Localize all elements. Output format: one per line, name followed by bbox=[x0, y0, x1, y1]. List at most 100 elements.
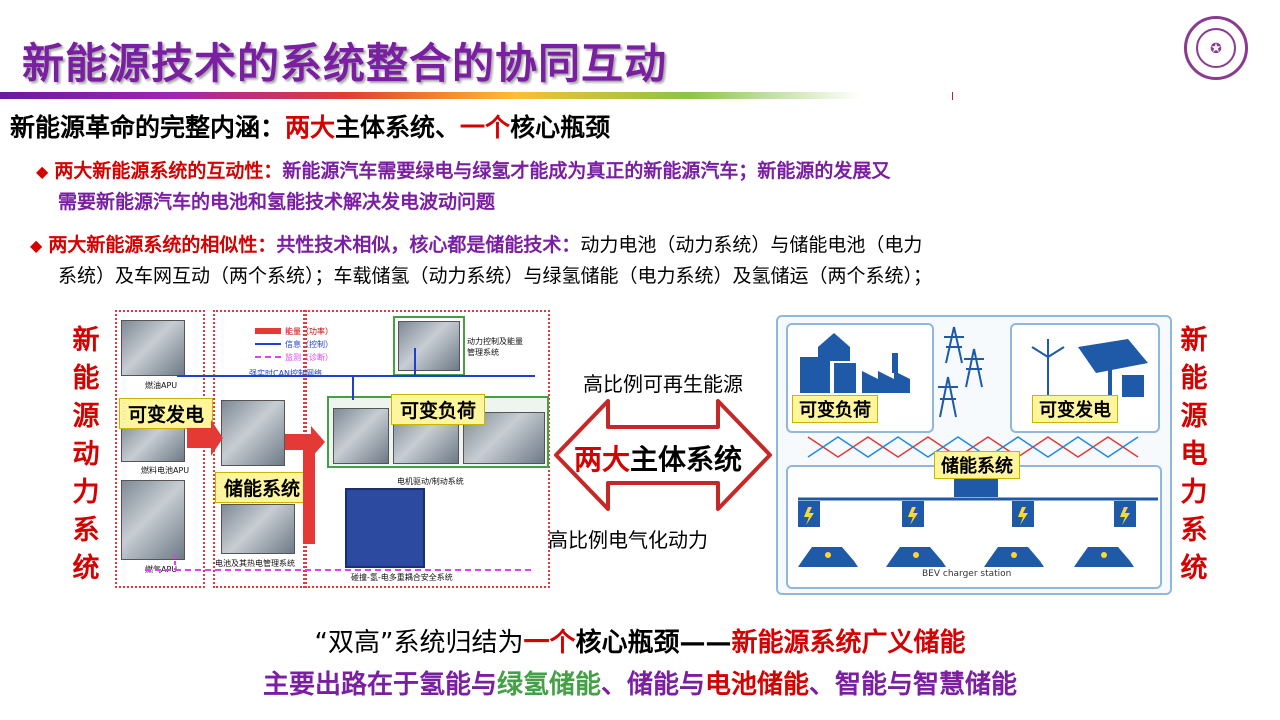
motor-caption: 电机驱动/制动系统 bbox=[397, 477, 464, 486]
bottom-line1-a: “双高”系统归结为 bbox=[314, 628, 524, 658]
logo-star-icon: ✪ bbox=[1210, 41, 1222, 57]
double-arrow-icon bbox=[554, 399, 772, 511]
fuel-apu-caption: 燃油APU bbox=[145, 381, 178, 390]
university-logo: ✪ bbox=[1184, 16, 1248, 80]
station-caption: BEV charger station bbox=[922, 569, 1012, 579]
divider-tick bbox=[952, 92, 953, 100]
transmission-tower-icon bbox=[938, 326, 984, 418]
solar-panel-icon bbox=[1078, 339, 1148, 397]
bottom-line1-d: 新能源系统广义储能 bbox=[731, 628, 966, 658]
legend-monitor-label: 监测（诊断） bbox=[285, 353, 333, 362]
generation-group-box bbox=[115, 310, 205, 588]
grid-variable-load-tag: 可变负荷 bbox=[792, 395, 878, 423]
logo-inner-ring: ✪ bbox=[1196, 28, 1236, 68]
power-flow-line-blue bbox=[807, 436, 1139, 458]
motor-photo-1 bbox=[333, 408, 389, 464]
page-title: 新能源技术的系统整合的协同互动 bbox=[22, 39, 668, 88]
diamond-bullet-icon: ◆ bbox=[36, 162, 49, 181]
title-underline bbox=[0, 92, 860, 99]
left-vertical-char: 源 bbox=[72, 401, 100, 432]
bullet-similarity-lead2: 共性技术相似，核心都是储能技术： bbox=[276, 234, 581, 256]
energy-arrow-left bbox=[187, 420, 223, 456]
subtitle-part4: 一个 bbox=[460, 113, 511, 142]
right-vertical-char: 统 bbox=[1180, 553, 1208, 584]
high-renewable-label: 高比例可再生能源 bbox=[583, 372, 743, 396]
legend-energy-swatch bbox=[255, 328, 281, 334]
power-mgmt-frame bbox=[393, 316, 465, 376]
bottom-line2-e: 、智能与 bbox=[809, 670, 914, 700]
bullet-interaction: ◆两大新能源系统的互动性：新能源汽车需要绿电与绿氢才能成为真正的新能源汽车；新能… bbox=[36, 156, 890, 218]
right-vertical-char: 系 bbox=[1180, 515, 1208, 546]
right-vertical-label: 新 能 源 电 力 系 统 bbox=[1174, 322, 1214, 588]
bottom-conclusion: “双高”系统归结为一个核心瓶颈——新能源系统广义储能 bbox=[0, 622, 1280, 659]
wind-turbine-icon bbox=[1031, 339, 1065, 403]
right-vertical-char: 电 bbox=[1180, 439, 1208, 470]
bottom-line1-c: 核心瓶颈—— bbox=[575, 628, 732, 658]
legend-energy-label: 能量（功率） bbox=[285, 327, 333, 336]
legend-info-label: 信息（控制） bbox=[285, 340, 333, 349]
diamond-bullet-icon: ◆ bbox=[30, 236, 43, 255]
bullet-similarity-line1: ◆ 两大新能源系统的相似性：共性技术相似，核心都是储能技术：动力电池（动力系统）与… bbox=[30, 230, 932, 261]
two-main-systems-part2: 主体系统 bbox=[630, 443, 743, 476]
bullet-similarity-lead: 两大新能源系统的相似性： bbox=[48, 234, 277, 256]
two-main-systems-part1: 两大 bbox=[574, 443, 631, 476]
legend-info-swatch bbox=[255, 343, 281, 345]
bullet-similarity-text2: 系统）及车网互动（两个系统）；车载储氢（动力系统）与绿氢储能（电力系统）及氢储运… bbox=[58, 265, 933, 287]
energy-trunk bbox=[303, 434, 315, 544]
bottom-line2-f: 智慧储能 bbox=[913, 670, 1018, 700]
right-vertical-char: 源 bbox=[1180, 401, 1208, 432]
gas-apu-photo bbox=[121, 480, 185, 560]
right-vertical-char: 能 bbox=[1180, 363, 1208, 394]
double-arrow-shape bbox=[554, 399, 772, 511]
bullet-interaction-line1: ◆两大新能源系统的互动性：新能源汽车需要绿电与绿氢才能成为真正的新能源汽车；新能… bbox=[36, 156, 890, 187]
bullet-similarity-line2: 系统）及车网互动（两个系统）；车载储氢（动力系统）与绿氢储能（电力系统）及氢储运… bbox=[30, 261, 932, 292]
variable-load-tag: 可变负荷 bbox=[391, 394, 486, 425]
subtitle-part1: 新能源革命的完整内涵： bbox=[10, 113, 286, 142]
bottom-line2-c: 、储能与 bbox=[600, 670, 705, 700]
left-vertical-char: 新 bbox=[72, 325, 100, 356]
bullet-interaction-text1: 新能源汽车需要绿电与绿氢才能成为真正的新能源汽车；新能源的发展又 bbox=[282, 160, 891, 182]
left-vertical-char: 能 bbox=[72, 363, 100, 394]
power-mgmt-photo bbox=[398, 321, 460, 371]
bottom-solution: 主要出路在于氢能与绿氢储能、储能与电池储能、智能与智慧储能 bbox=[0, 664, 1280, 701]
safety-caption: 碰撞-氢-电多重耦合安全系统 bbox=[351, 573, 453, 582]
gas-apu-caption: 燃气APU bbox=[145, 565, 178, 574]
fuelcell-apu-caption: 燃料电池APU bbox=[141, 466, 190, 475]
grid-storage-system-tag: 储能系统 bbox=[934, 451, 1020, 479]
subtitle-part2: 两大 bbox=[285, 113, 336, 142]
storage-photo bbox=[221, 400, 285, 466]
variable-generation-tag: 可变发电 bbox=[119, 398, 214, 429]
safety-panel bbox=[345, 488, 425, 568]
left-vertical-char: 统 bbox=[72, 553, 100, 584]
right-vertical-char: 新 bbox=[1180, 325, 1208, 356]
bullet-similarity-text1: 动力电池（动力系统）与储能电池（电力 bbox=[580, 234, 923, 256]
subtitle-part5: 核心瓶颈 bbox=[510, 113, 611, 142]
bottom-line2-a: 主要出路在于氢能与 bbox=[262, 670, 497, 700]
vehicle-system-diagram: 燃油APU 燃料电池APU 燃气APU 可变发电 能量（功率） 信息（控制） 监… bbox=[115, 308, 550, 590]
power-mgmt-caption: 动力控制及能量管理系统 bbox=[467, 337, 523, 357]
subtitle: 新能源革命的完整内涵：两大主体系统、一个核心瓶颈 bbox=[10, 108, 610, 144]
right-vertical-char: 力 bbox=[1180, 477, 1208, 508]
bottom-line1-b: 一个 bbox=[523, 628, 576, 658]
battery-thermal-caption: 电池及其热电管理系统 bbox=[215, 559, 295, 568]
high-electrification-label: 高比例电气化动力 bbox=[548, 528, 708, 552]
load-frame bbox=[327, 396, 549, 468]
bottom-line2-d: 电池储能 bbox=[705, 670, 810, 700]
can-network-label: 强实时CAN控制网络 bbox=[249, 369, 323, 378]
bullet-interaction-text2: 需要新能源汽车的电池和氢能技术解决发电波动问题 bbox=[58, 191, 496, 213]
left-vertical-char: 动 bbox=[72, 439, 100, 470]
left-vertical-char: 力 bbox=[72, 477, 100, 508]
bottom-line2-b: 绿氢储能 bbox=[496, 670, 601, 700]
left-vertical-char: 系 bbox=[72, 515, 100, 546]
left-vertical-label: 新 能 源 动 力 系 统 bbox=[66, 322, 106, 588]
grid-variable-generation-tag: 可变发电 bbox=[1032, 395, 1118, 423]
storage-system-tag: 储能系统 bbox=[215, 472, 310, 503]
bullet-similarity: ◆ 两大新能源系统的相似性：共性技术相似，核心都是储能技术：动力电池（动力系统）与… bbox=[30, 230, 932, 292]
subtitle-part3: 主体系统、 bbox=[335, 113, 461, 142]
fuel-apu-photo bbox=[121, 320, 185, 376]
car-charge-icons bbox=[825, 552, 1107, 558]
battery-photo bbox=[221, 504, 295, 554]
grid-illustration bbox=[798, 326, 1158, 567]
electric-car-icons bbox=[798, 547, 1134, 567]
legend-monitor-swatch bbox=[255, 356, 281, 358]
